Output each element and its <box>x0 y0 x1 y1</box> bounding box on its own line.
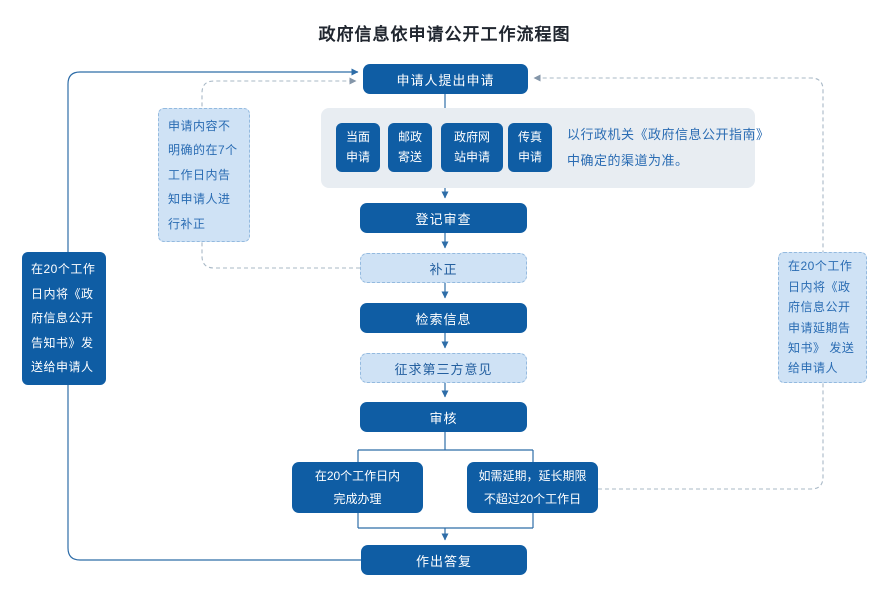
correction-node: 补正 <box>360 253 527 283</box>
complete-in-20-days-node: 在20个工作日内 完成办理 <box>292 462 423 513</box>
start-node: 申请人提出申请 <box>363 64 528 94</box>
channel-website-node: 政府网 站申请 <box>441 123 503 172</box>
reply-node: 作出答复 <box>361 545 527 575</box>
left-loop-note: 在20个工作日内将《政府信息公开告知书》发送给申请人 <box>22 252 106 385</box>
third-party-opinion-node: 征求第三方意见 <box>360 353 527 383</box>
extension-node: 如需延期，延长期限 不超过20个工作日 <box>467 462 598 513</box>
right-loop-note: 在20个工作日内将《政府信息公开申请延期告知书》 发送给申请人 <box>778 252 867 383</box>
correction-note: 申请内容不明确的在7个工作日内告知申请人进行补正 <box>158 108 250 242</box>
search-info-node: 检索信息 <box>360 303 527 333</box>
channel-in-person-node: 当面 申请 <box>336 123 380 172</box>
channel-postal-node: 邮政 寄送 <box>388 123 432 172</box>
channels-note: 以行政机关《政府信息公开指南》中确定的渠道为准。 <box>567 127 764 168</box>
channel-fax-node: 传真 申请 <box>508 123 552 172</box>
register-review-node: 登记审查 <box>360 203 527 233</box>
page-title: 政府信息依申请公开工作流程图 <box>318 25 571 44</box>
review-node: 审核 <box>360 402 527 432</box>
